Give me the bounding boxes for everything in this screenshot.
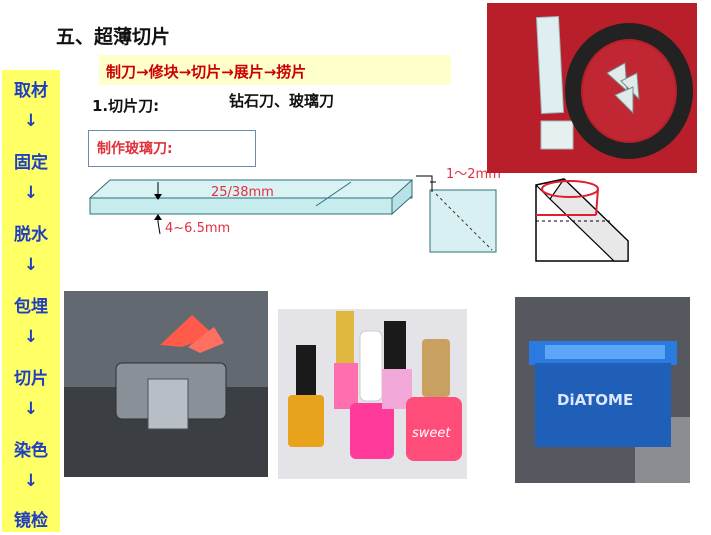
glass-square: [540, 120, 574, 150]
process-sidebar: 取材 ↓ 固定 ↓ 脱水 ↓ 包埋 ↓ 切片 ↓ 染色 ↓ 镜检: [2, 70, 60, 532]
knife-boat-body: [535, 363, 671, 447]
strip-length-label: 25/38mm: [211, 185, 274, 200]
bottle-cap-2: [384, 321, 406, 369]
glass-knife-box: [88, 130, 256, 167]
knife-water-trough: [545, 345, 665, 359]
diamond-knife-photo: DiATOME: [515, 297, 690, 483]
knife-heading: 1.切片刀:: [92, 97, 160, 115]
glass-strip-a: [535, 15, 565, 115]
diatome-brand: DiATOME: [557, 391, 633, 409]
step-arrow: ↓: [23, 255, 39, 275]
bottle-orange: [288, 395, 324, 447]
tape-roll: [565, 23, 693, 159]
step-arrow: ↓: [23, 183, 39, 203]
knife-holder-photo: [64, 291, 268, 477]
bottle-sweet: [406, 397, 462, 461]
sweet-label: sweet: [412, 426, 451, 441]
thickness-arrowhead: [154, 194, 162, 200]
strip-side-face: [391, 178, 413, 216]
step-inspection: 镜检: [14, 511, 48, 531]
page-title: 五、超薄切片: [56, 26, 171, 48]
step-sampling: 取材: [14, 81, 48, 101]
bottle-hot-pink: [350, 403, 394, 459]
step-fixation: 固定: [14, 153, 48, 173]
step-arrow: ↓: [23, 399, 39, 419]
cube-diagonal: [435, 193, 493, 251]
knife-block-diagram: [535, 178, 629, 262]
glass-strip-photo: [487, 3, 697, 173]
strip-thickness-label: 4~6.5mm: [165, 221, 231, 236]
bottle-cap-wood: [422, 339, 450, 397]
step-sectioning: 切片: [14, 369, 48, 389]
bottle-pink: [334, 363, 358, 409]
thickness-arrowhead-up: [154, 214, 162, 220]
glass-knife-1: [606, 62, 628, 93]
glass-knife-label: 制作玻璃刀:: [97, 141, 173, 157]
knife-holder-block: [147, 378, 189, 430]
step-staining: 染色: [14, 441, 48, 461]
bottle-cap-1: [296, 345, 316, 395]
knife-red-line: [595, 188, 599, 216]
step-dehydration: 脱水: [14, 225, 48, 245]
knife-types: 钻石刀、玻璃刀: [229, 92, 335, 110]
nail-polish-photo: sweet: [278, 309, 467, 479]
glass-knife-3: [614, 86, 634, 115]
bottle-cap-white: [359, 330, 383, 402]
step-arrow: ↓: [23, 471, 39, 491]
strip-front-face: [89, 197, 393, 215]
step-embedding: 包埋: [14, 297, 48, 317]
score-line: [315, 181, 352, 207]
flow-banner: [99, 55, 451, 85]
step-arrow: ↓: [23, 327, 39, 347]
gap-marker: [416, 175, 433, 192]
step-arrow: ↓: [23, 111, 39, 131]
bottle-cap-gold: [336, 311, 354, 365]
flow-text: 制刀→修块→切片→展片→捞片: [106, 63, 307, 81]
red-knife-right: [188, 327, 224, 353]
glass-strip-diagram: [88, 175, 497, 253]
